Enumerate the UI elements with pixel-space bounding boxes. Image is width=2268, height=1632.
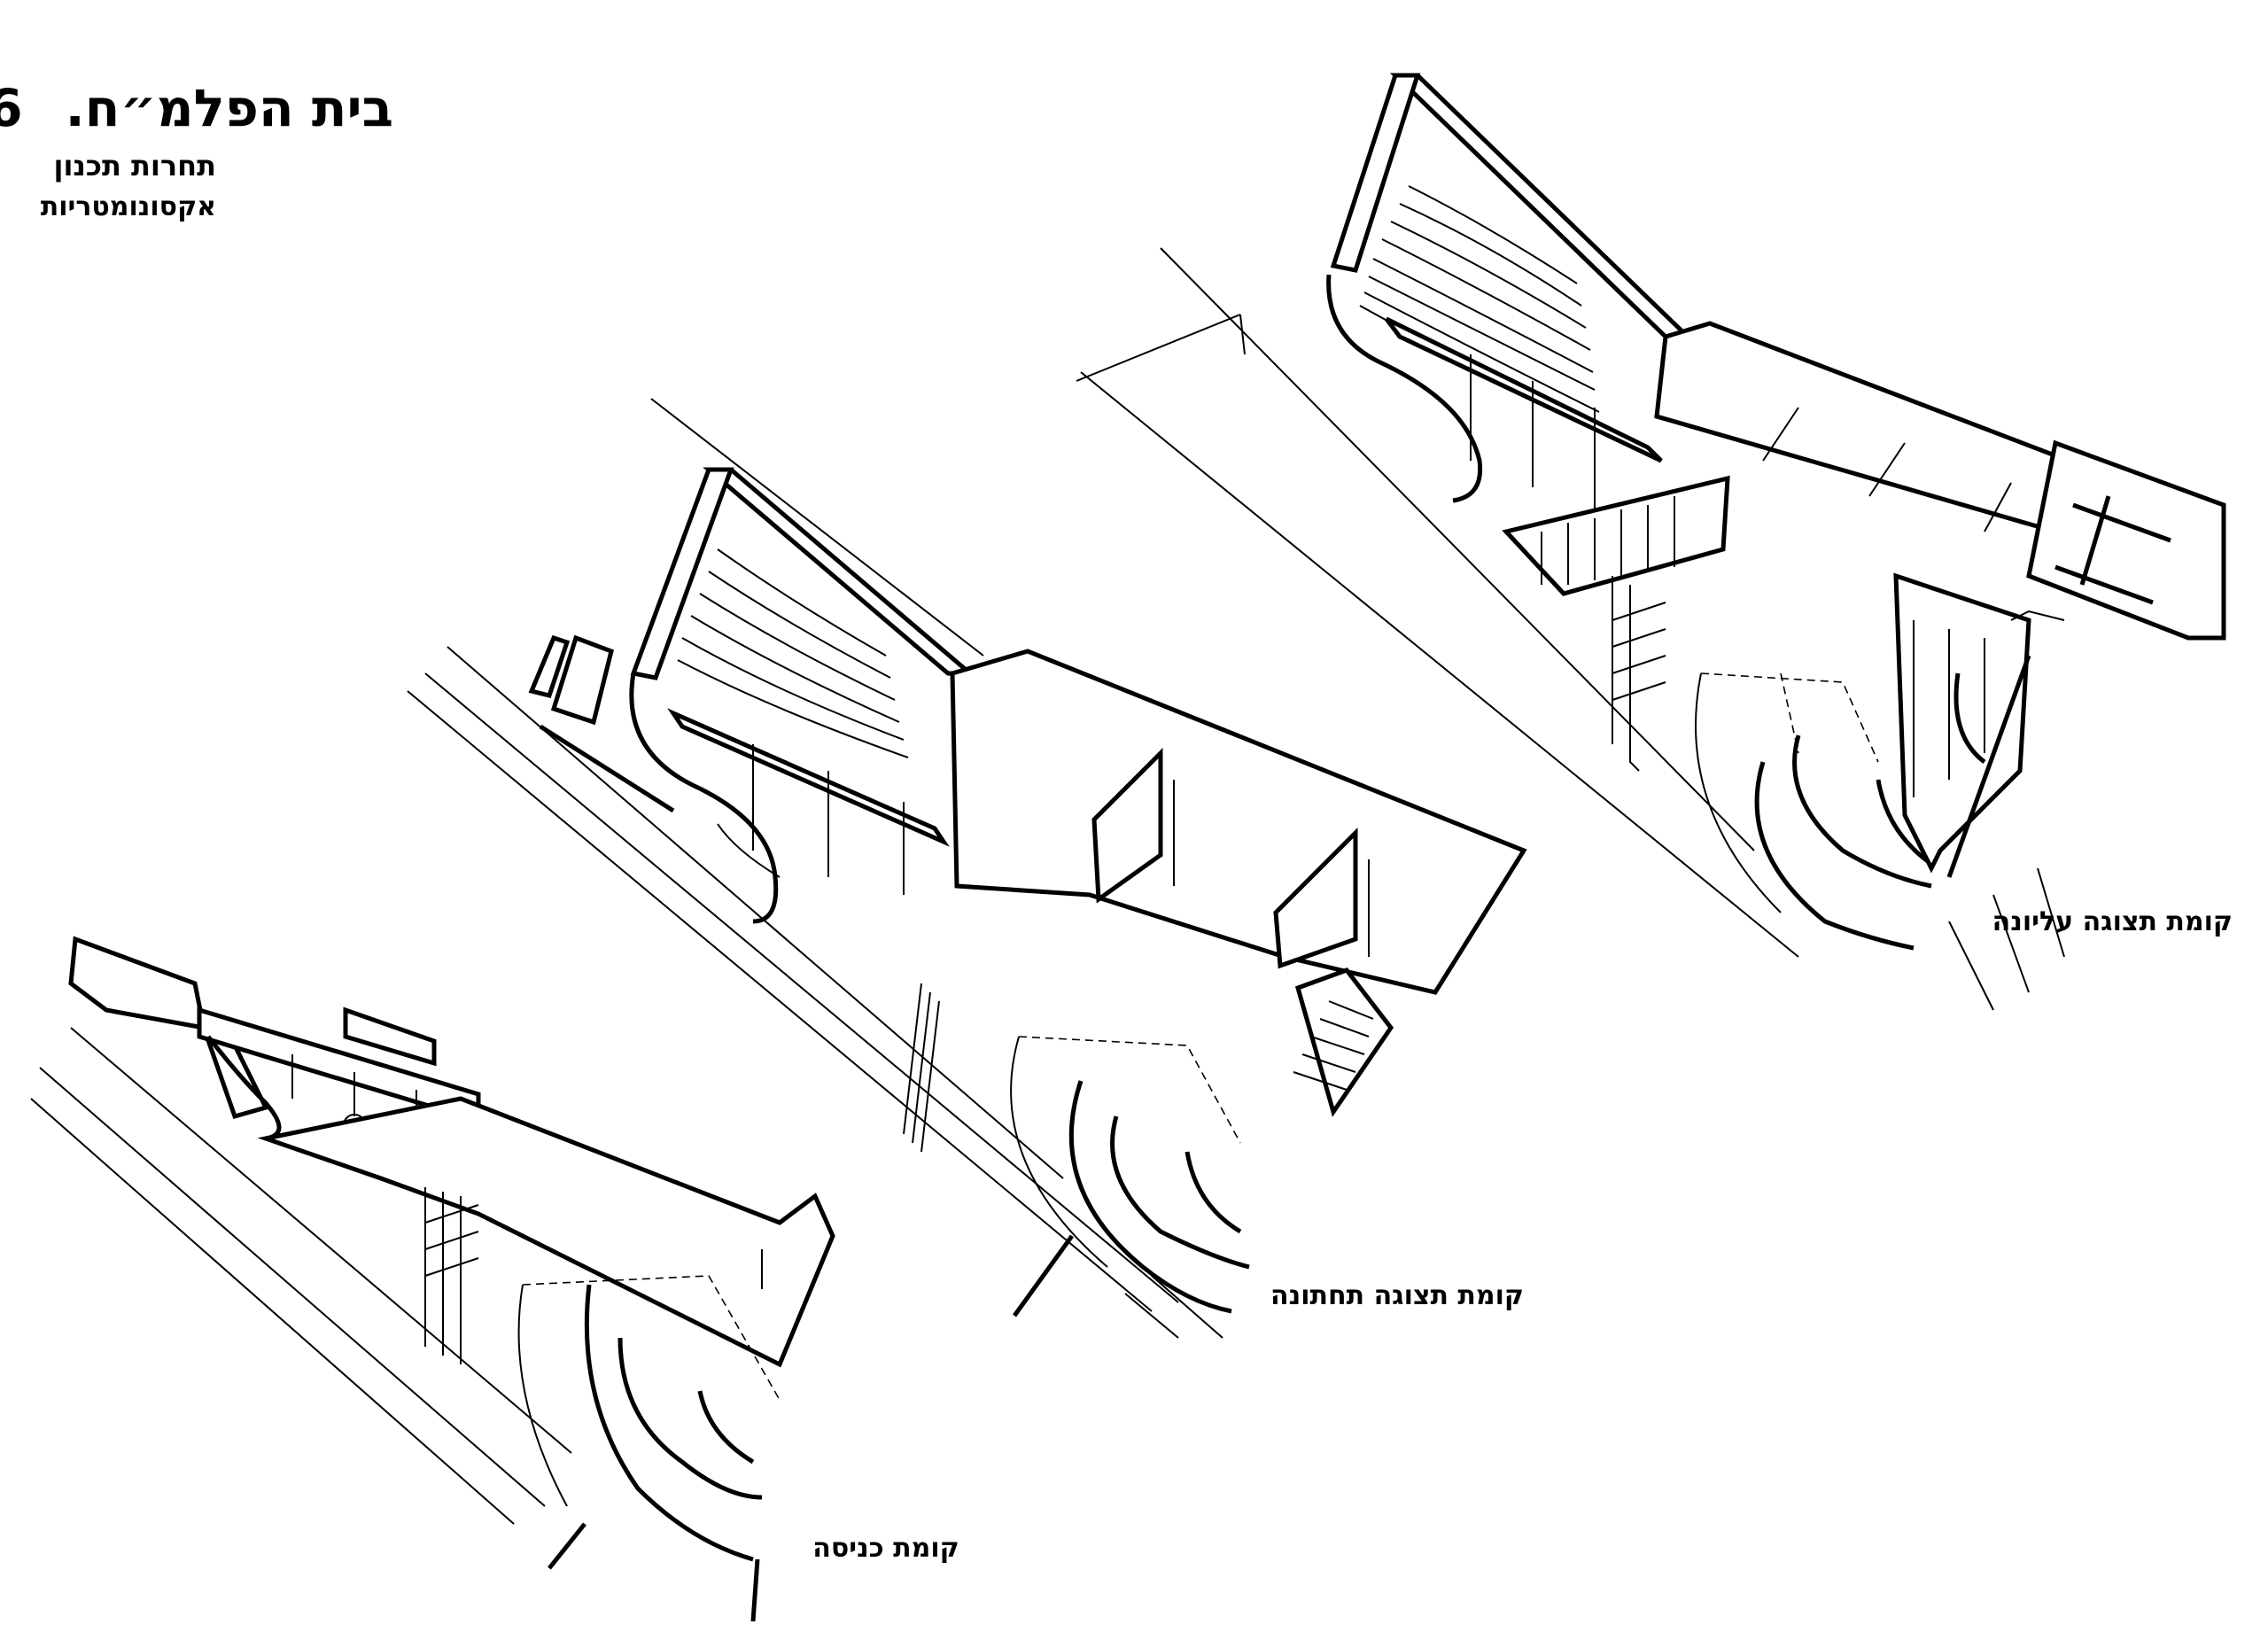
label-upper-exhibition-floor: קומת תצוגה עליונה: [1992, 906, 2233, 937]
site-lines: [30, 247, 1799, 1525]
subtitle-axonometrics: אקסונומטריות: [40, 191, 216, 222]
label-lower-exhibition-floor: קומת תצוגה תחתונה: [1270, 1280, 1524, 1311]
sheet-title: בית הפלמ״ח. 6: [0, 78, 393, 138]
sheet-number: 6: [0, 78, 23, 138]
entrance-floor-axonometric: [68, 936, 835, 1622]
project-title: בית הפלמ״ח.: [65, 78, 393, 138]
subtitle-competition: תחרות תכנון: [53, 149, 216, 183]
lower-floor-axonometric: [528, 467, 1527, 1339]
label-entrance-floor: קומת כניסה: [812, 1533, 959, 1564]
upper-floor-axonometric: [1326, 73, 2226, 1011]
